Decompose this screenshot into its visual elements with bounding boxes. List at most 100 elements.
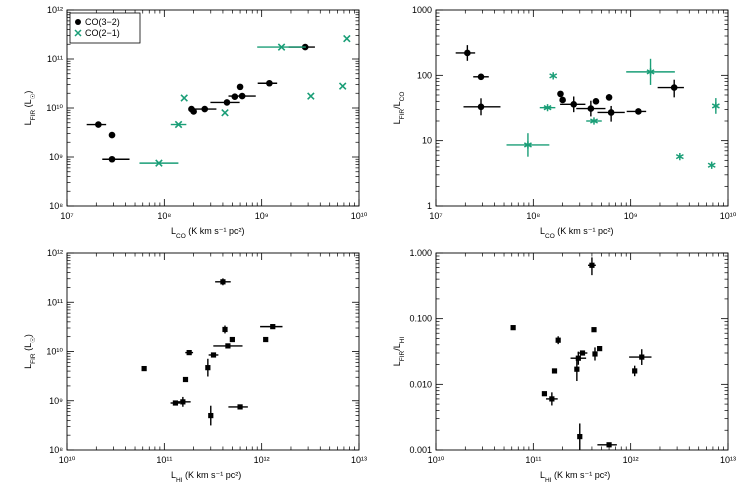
series-1 <box>86 43 315 163</box>
data-point <box>172 400 179 406</box>
x-tick-label: 10¹⁰ <box>428 455 445 465</box>
data-point <box>174 120 183 129</box>
data-point <box>221 108 229 117</box>
legend-label: CO(3−2) <box>85 17 120 27</box>
data-point <box>574 366 580 372</box>
data-point <box>549 72 558 80</box>
data-point <box>590 117 598 125</box>
data-point <box>190 108 197 115</box>
data-point <box>210 352 217 358</box>
data-point <box>108 131 116 139</box>
data-point <box>606 442 612 448</box>
y-tick-label: 10 <box>422 136 432 146</box>
x-tick-label: 10⁹ <box>624 211 638 221</box>
x-tick-label: 10⁷ <box>429 211 442 221</box>
data-point <box>180 94 188 102</box>
data-point <box>223 99 231 106</box>
series-2 <box>506 58 720 169</box>
y-tick-label: 1 <box>427 201 432 211</box>
y-tick-label: 0.001 <box>409 445 432 455</box>
data-point <box>205 365 211 371</box>
x-axis-label: LHI (K km s⁻¹ pc²) <box>171 470 241 484</box>
data-point <box>551 368 558 374</box>
x-tick-label: 10⁸ <box>157 211 171 221</box>
data-point <box>238 92 246 100</box>
data-point <box>307 92 315 100</box>
series-1 <box>455 45 684 122</box>
data-point <box>208 412 214 419</box>
data-point <box>591 327 597 333</box>
y-tick-label: 1000 <box>412 5 432 15</box>
y-tick-label: 10¹⁰ <box>46 347 63 357</box>
legend-marker <box>74 29 82 37</box>
y-axis-label: LFIR/LCO <box>392 92 406 125</box>
legend-marker <box>75 19 81 25</box>
y-tick-label: 10⁹ <box>49 396 63 406</box>
data-point <box>155 159 163 167</box>
data-point <box>605 94 613 101</box>
data-point <box>589 262 595 268</box>
legend-box <box>69 12 141 44</box>
plot-frame <box>66 252 360 451</box>
data-point <box>670 84 678 91</box>
data-point <box>635 108 642 115</box>
data-point <box>510 325 516 331</box>
data-point <box>541 391 548 397</box>
data-point <box>557 90 564 98</box>
data-point <box>592 351 598 357</box>
data-point <box>597 346 603 352</box>
data-point <box>477 103 485 111</box>
y-tick-label: 10⁹ <box>49 152 63 162</box>
x-tick-label: 10¹¹ <box>525 455 541 465</box>
data-point <box>632 368 638 374</box>
x-tick-label: 10⁹ <box>255 211 269 221</box>
data-point <box>675 153 684 161</box>
data-point <box>266 79 273 87</box>
data-point <box>236 83 244 91</box>
data-point <box>186 349 192 356</box>
plot-frame <box>435 252 729 451</box>
legend: CO(3−2)CO(2−1) <box>69 12 141 44</box>
data-point <box>477 73 485 81</box>
y-tick-label: 10¹² <box>47 248 63 258</box>
data-point <box>549 396 555 402</box>
data-point <box>95 121 102 128</box>
y-axis-label: LFIR (L☉) <box>23 91 37 126</box>
y-tick-label: 10¹⁰ <box>46 103 63 113</box>
y-tick-label: 0.100 <box>409 314 432 324</box>
data-point <box>108 155 116 163</box>
series-1 <box>510 257 652 450</box>
data-point <box>464 49 471 57</box>
series-2 <box>139 34 351 167</box>
data-point <box>707 161 716 169</box>
data-point <box>338 82 347 90</box>
data-point <box>237 404 243 410</box>
data-point <box>607 109 615 116</box>
data-point <box>225 343 231 349</box>
data-point <box>343 34 351 43</box>
data-point <box>711 102 720 110</box>
plot-frame <box>435 9 729 207</box>
y-axis-label: LFIR (L☉) <box>23 334 37 369</box>
data-point <box>577 433 583 440</box>
x-tick-label: 10¹² <box>254 455 270 465</box>
y-tick-label: 100 <box>417 70 432 80</box>
x-axis-label: LCO (K km s⁻¹ pc²) <box>540 226 614 240</box>
data-point <box>180 399 186 405</box>
y-tick-label: 1.000 <box>409 248 432 258</box>
x-tick-label: 10⁷ <box>60 211 73 221</box>
data-point <box>222 326 228 333</box>
data-point <box>587 105 595 112</box>
y-tick-label: 10¹¹ <box>47 297 63 307</box>
data-point <box>570 101 578 108</box>
x-tick-label: 10¹² <box>623 455 639 465</box>
data-point <box>555 337 561 343</box>
data-point <box>592 98 600 105</box>
y-axis-label: LFIR/LHI <box>392 337 406 367</box>
data-point <box>229 336 235 343</box>
